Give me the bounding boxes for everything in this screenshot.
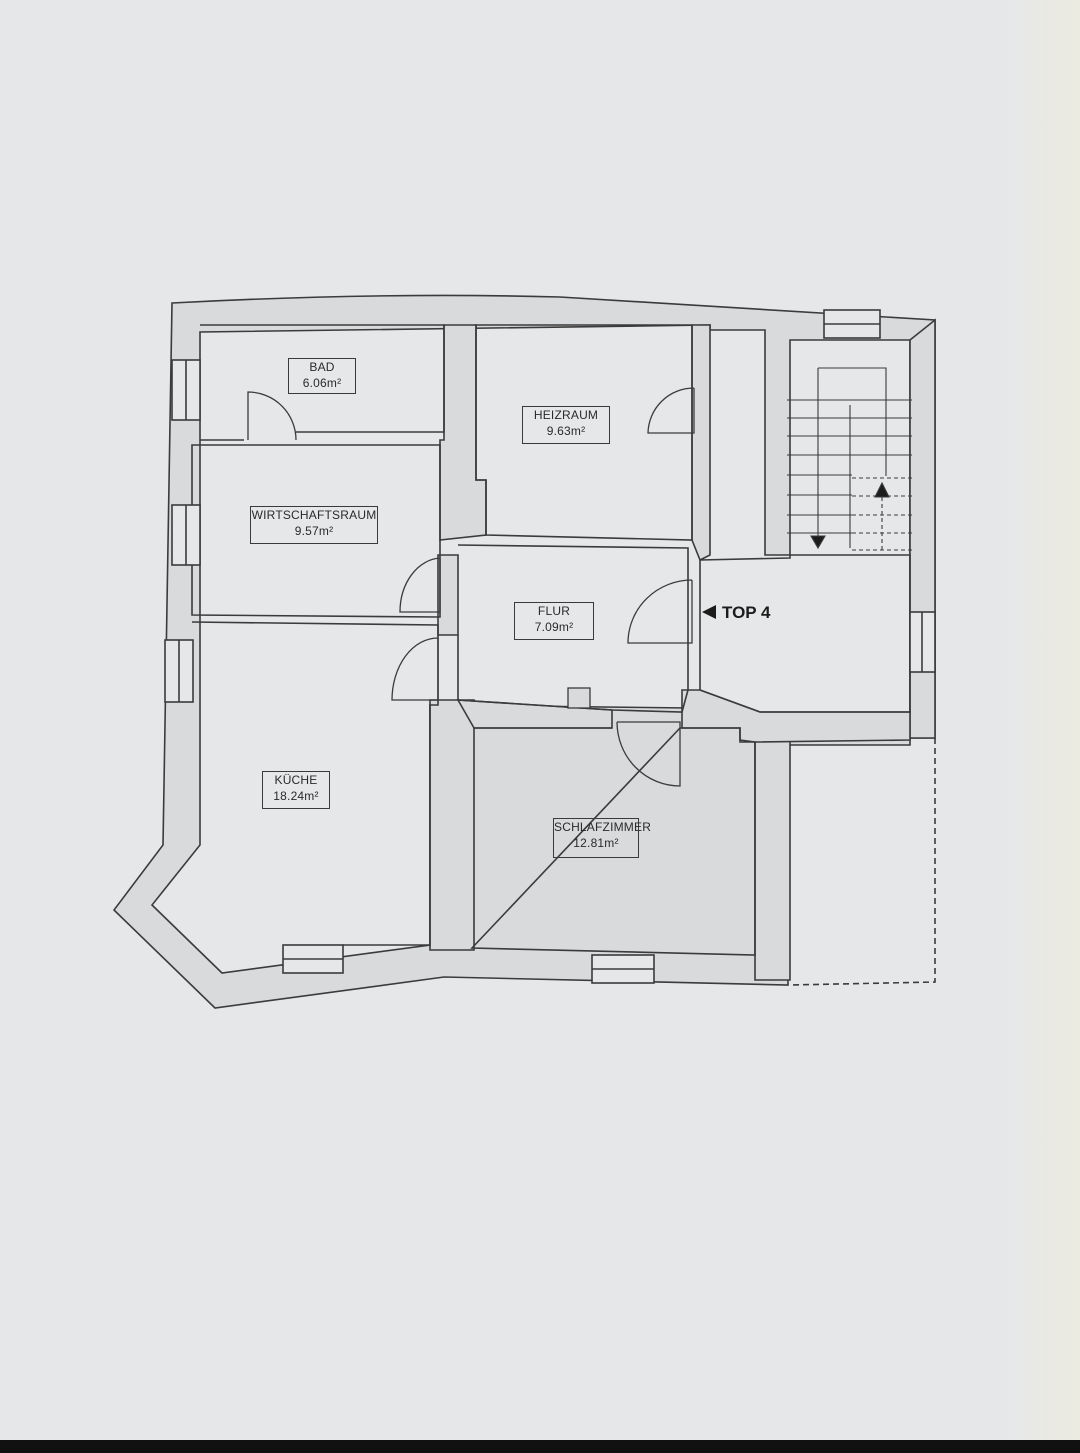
room-label-wirtschaftsraum: WIRTSCHAFTSRAUM 9.57m²: [250, 506, 378, 544]
stair-arrow-down: [810, 535, 826, 550]
room-area: 9.63m²: [546, 424, 586, 438]
wall-flur-core: [437, 554, 459, 636]
room-name: WIRTSCHAFTSRAUM: [251, 508, 377, 522]
entry-text: TOP 4: [722, 603, 771, 622]
wall-kueche-right: [429, 699, 475, 951]
room-area: 9.57m²: [294, 524, 334, 538]
windows: [164, 309, 936, 984]
entry-label: TOP 4: [702, 603, 771, 623]
room-label-kueche: KÜCHE 18.24m²: [262, 771, 330, 809]
wall-schlaf-right: [754, 737, 791, 981]
room-heiz: [475, 324, 693, 541]
room-label-flur: FLUR 7.09m²: [514, 602, 594, 640]
outer-wall: [112, 294, 936, 1009]
room-label-schlafzimmer: SCHLAFZIMMER 12.81m²: [553, 818, 652, 858]
room-hall: [699, 554, 911, 713]
room-label-heizraum: HEIZRAUM 9.63m²: [522, 406, 610, 444]
room-area: 18.24m²: [273, 789, 319, 803]
room-label-bad: BAD 6.06m²: [288, 358, 356, 394]
room-flur: [457, 544, 689, 713]
room-area: 7.09m²: [534, 620, 574, 634]
entry-arrow-icon: [702, 605, 716, 619]
doors: [247, 387, 695, 787]
room-kueche: [191, 621, 439, 946]
terrace-outline: [789, 738, 936, 986]
stair-arrow-up: [874, 481, 890, 498]
wall-heiz-right: [691, 324, 711, 562]
wall-bad-heiz: [439, 324, 487, 541]
room-bad: [200, 324, 445, 441]
stairs: [787, 367, 912, 552]
room-name: KÜCHE: [274, 773, 318, 787]
room-name: HEIZRAUM: [533, 408, 599, 422]
room-name: BAD: [309, 360, 335, 374]
room-name: FLUR: [537, 604, 571, 618]
stair-walls: [909, 318, 936, 739]
room-area: 12.81m²: [573, 836, 619, 850]
paper-edge-shade: [1008, 0, 1080, 1440]
room-name: SCHLAFZIMMER: [554, 820, 652, 834]
room-schlaf: [470, 727, 756, 956]
bottom-bar: [0, 1440, 1080, 1453]
room-area: 6.06m²: [302, 376, 342, 390]
